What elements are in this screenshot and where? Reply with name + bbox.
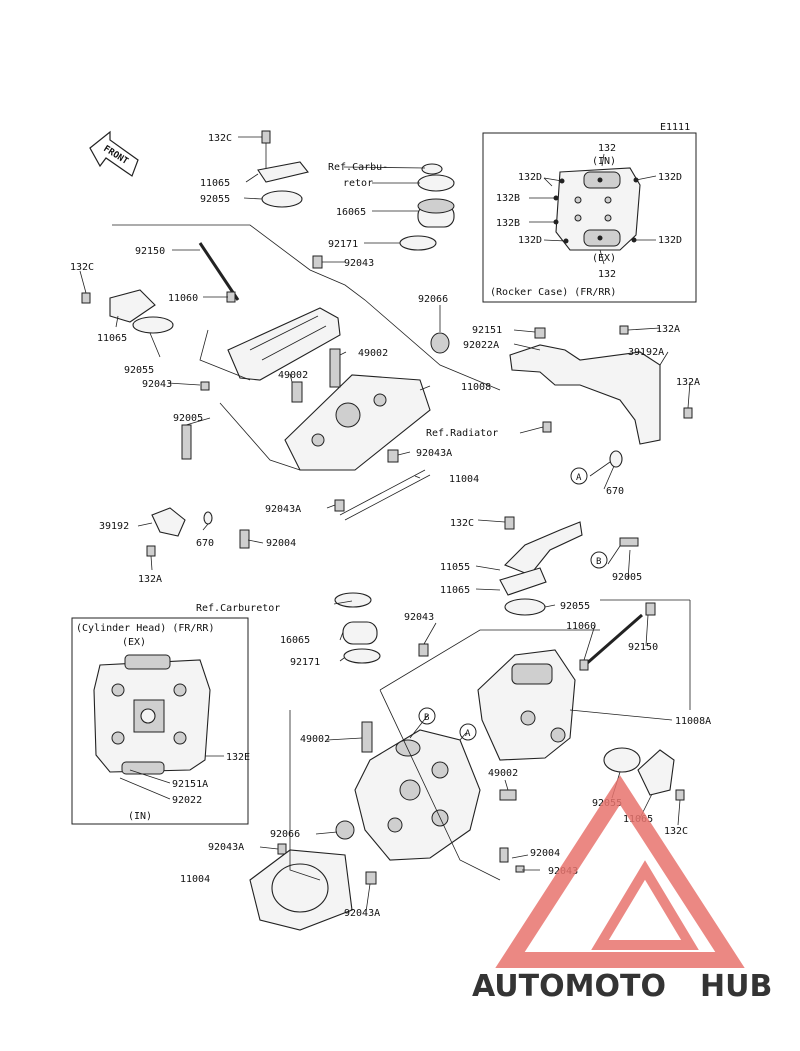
label-92066-bot: 92066 [270,829,300,840]
label-670-right: 670 [606,486,624,497]
cyl-ex-label: (EX) [122,637,146,648]
rocker-label-132d-1: 132D [518,172,542,183]
label-132c-top: 132C [208,133,232,144]
label-11004-b: 11004 [180,874,210,885]
label-16065-mid: 16065 [280,635,310,646]
rocker-label-132d-2: 132D [658,172,682,183]
rocker-label-132d-4: 132D [658,235,682,246]
label-670-left: 670 [196,538,214,549]
label-11004-a: 11004 [449,474,479,485]
rocker-ex-label: (EX) [592,253,616,264]
label-92055-left: 92055 [124,365,154,376]
cyl-label-92151a: 92151A [172,779,208,790]
label-39192-left: 39192 [99,521,129,532]
label-92171-mid: 92171 [290,657,320,668]
label-132a-right1: 132A [656,324,680,335]
rocker-in-label: (IN) [592,156,616,167]
cyl-in-label: (IN) [128,811,152,822]
label-11065-top: 11065 [200,178,230,189]
rocker-label-132-top: 132 [598,143,616,154]
rocker-inset-title: (Rocker Case) (FR/RR) [490,287,616,298]
circle-a2: A [465,729,471,739]
cyl-label-92022: 92022 [172,795,202,806]
label-92043a-b: 92043A [265,504,301,515]
logo-inner-triangle-icon [591,860,699,950]
label-92171-top: 92171 [328,239,358,250]
label-132a-right2: 132A [676,377,700,388]
logo-text-primary: AUTOMOTO [472,969,666,1004]
label-11008: 11008 [461,382,491,393]
cyl-inset-title: (Cylinder Head) (FR/RR) [76,623,214,634]
label-11055: 11055 [440,562,470,573]
label-92043a-c: 92043A [208,842,244,853]
rocker-case-inset: 132 (IN) 132D 132D 132B 132B 132D 132D (… [482,132,697,303]
label-92055-top: 92055 [200,194,230,205]
label-132c-bot: 132C [664,826,688,837]
cylinder-head-top-drawing [93,654,211,775]
ref-carburetor: Ref.Carburetor [196,603,280,614]
label-92022a: 92022A [463,340,499,351]
label-92151: 92151 [472,325,502,336]
cyl-label-132e: 132E [226,752,250,763]
label-92066-top: 92066 [418,294,448,305]
label-92150-b: 92150 [628,642,658,653]
rocker-label-132b-2: 132B [496,218,520,229]
label-11065-mid: 11065 [440,585,470,596]
label-92043-left: 92043 [142,379,172,390]
label-49002-c: 49002 [300,734,330,745]
label-39192a: 39192A [628,347,664,358]
label-49002-d: 49002 [488,768,518,779]
front-arrow-icon: FRONT [89,130,139,177]
part-labels: 132C 11065 92055 92150 132C 11060 11065 … [70,133,711,919]
label-92043-mid: 92043 [404,612,434,623]
rocker-label-132-bot: 132 [598,269,616,280]
rocker-case-drawing [553,167,641,251]
label-92043a-a: 92043A [416,448,452,459]
label-92004-a: 92004 [266,538,296,549]
label-92043a-d: 92043A [344,908,380,919]
label-49002-b: 49002 [278,370,308,381]
label-49002-a: 49002 [358,348,388,359]
label-132c-mid: 132C [450,518,474,529]
rocker-label-132b-1: 132B [496,193,520,204]
ref-carb-line1: Ref.Carbu- [328,162,388,173]
logo-text-secondary: HUB [700,969,772,1004]
label-11008a: 11008A [675,716,711,727]
label-92005-right: 92005 [612,572,642,583]
label-92005-left: 92005 [173,413,203,424]
logo-triangle-icon [495,775,745,968]
label-11060-a: 11060 [168,293,198,304]
rocker-label-132d-3: 132D [518,235,542,246]
circle-b1: B [596,557,601,567]
upper-parts [81,130,693,931]
diagram-code: E1111 [660,122,690,133]
cylinder-head-inset: (Cylinder Head) (FR/RR) (EX) 132E 92151A… [71,617,250,825]
label-132c-left: 132C [70,262,94,273]
automotohub-logo: AUTOMOTO HUB [472,775,772,1004]
label-11065-left: 11065 [97,333,127,344]
label-92055-mid: 92055 [560,601,590,612]
label-132a-left: 132A [138,574,162,585]
label-11060-b: 11060 [566,621,596,632]
ref-radiator: Ref.Radiator [426,428,498,439]
label-16065-top: 16065 [336,207,366,218]
ref-carb-line2: retor [343,178,373,189]
label-92043-top: 92043 [344,258,374,269]
label-92004-b: 92004 [530,848,560,859]
circle-a1: A [576,473,582,483]
label-92150-a: 92150 [135,246,165,257]
circle-b2: B [424,713,429,723]
